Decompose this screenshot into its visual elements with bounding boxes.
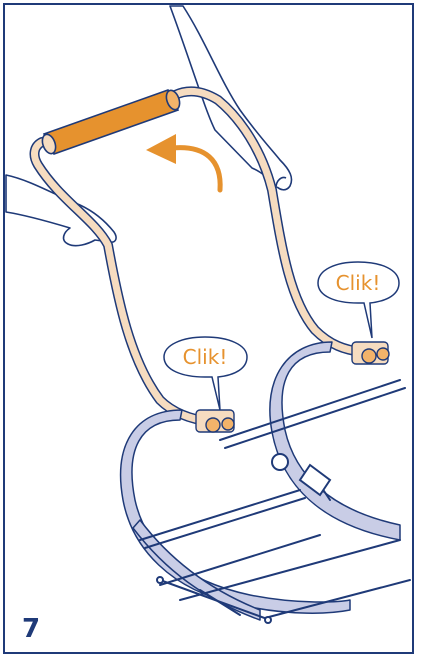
hinge-lock-right — [351, 341, 390, 365]
click-callout-right-text: Clik! — [336, 271, 381, 295]
click-callout-right: Clik! — [317, 261, 400, 339]
step-number: 7 — [22, 614, 41, 644]
handle-foam-grip — [41, 89, 181, 155]
right-hand-illustration — [169, 5, 293, 191]
pushchair-handle — [29, 86, 367, 427]
left-hand-illustration — [5, 174, 117, 247]
click-callout-left: Clik! — [163, 336, 248, 411]
click-callout-left-text: Clik! — [183, 345, 228, 369]
stroller-chassis — [139, 379, 411, 624]
rotate-arrow-icon — [146, 134, 223, 193]
hinge-lock-left — [195, 409, 235, 433]
